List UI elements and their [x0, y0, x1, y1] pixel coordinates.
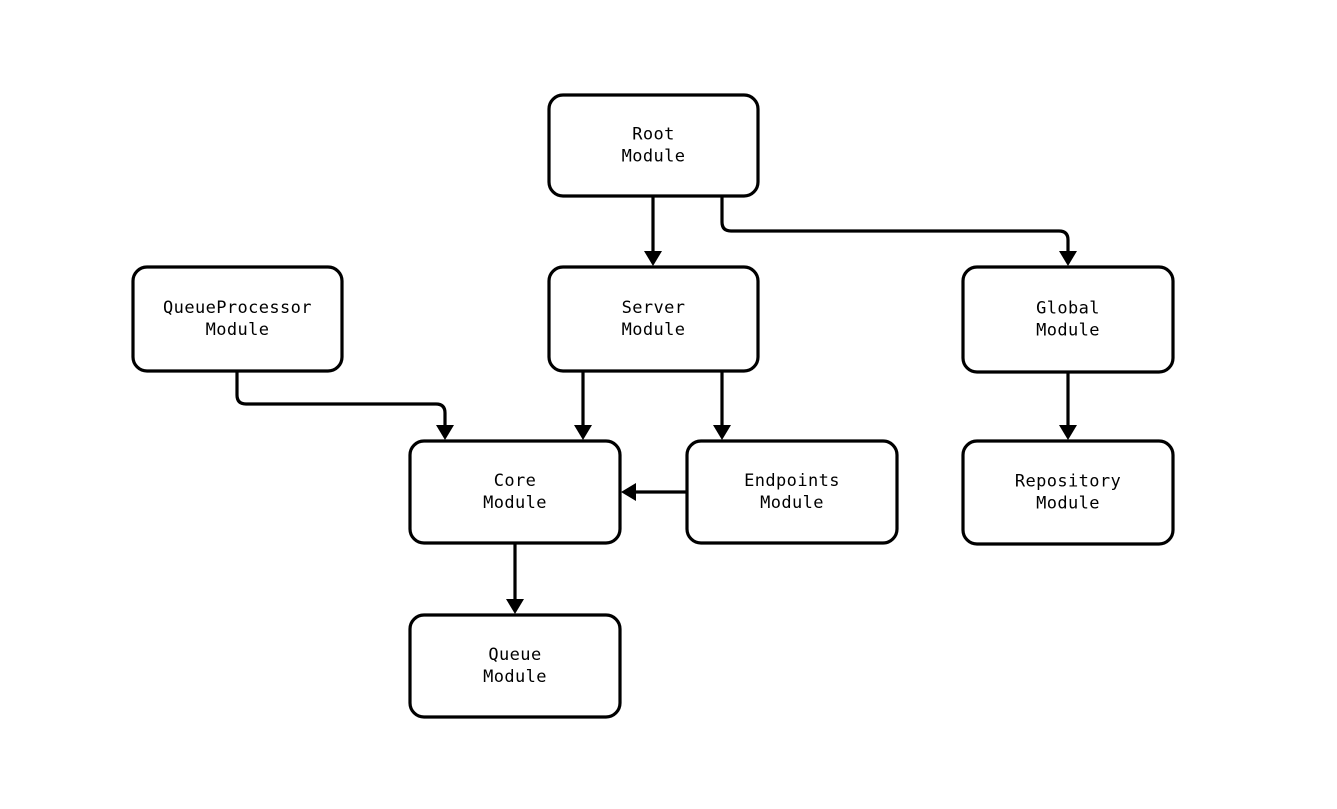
arrow-head-icon — [621, 483, 636, 501]
arrow-head-icon — [506, 599, 524, 614]
edge-server-to-endpoints — [713, 371, 731, 440]
node-label-line2: Module — [760, 493, 824, 513]
edge-root-to-global — [720, 196, 1077, 266]
edge-global-to-repository — [1059, 372, 1077, 440]
node-label-line2: Module — [483, 493, 547, 513]
arrow-head-icon — [1059, 425, 1077, 440]
edge-root-to-server — [644, 196, 662, 266]
node-label-line2: Module — [483, 667, 547, 687]
edge-queueprocessor-to-core — [235, 371, 454, 440]
node-label-line1: Core — [494, 471, 537, 491]
node-box[interactable] — [131, 265, 344, 373]
edge-line — [235, 371, 447, 432]
node-label-line2: Module — [1036, 494, 1100, 514]
edge-core-to-queue — [506, 543, 524, 614]
node-label-line2: Module — [206, 320, 270, 340]
node-label-line1: Repository — [1015, 472, 1121, 492]
node-box[interactable] — [961, 265, 1175, 374]
node-label-line2: Module — [1036, 321, 1100, 341]
node-label-line1: Endpoints — [744, 471, 840, 491]
edge-line — [720, 196, 1070, 258]
node-label-line1: QueueProcessor — [163, 298, 312, 318]
edges-layer — [235, 196, 1077, 614]
arrow-head-icon — [436, 425, 454, 440]
node-box[interactable] — [547, 93, 760, 198]
node-label-line1: Queue — [488, 645, 541, 665]
arrow-head-icon — [1059, 251, 1077, 266]
node-label-line1: Global — [1036, 299, 1100, 319]
node-box[interactable] — [685, 439, 899, 545]
node-box[interactable] — [547, 265, 760, 373]
node-box[interactable] — [408, 439, 622, 545]
node-label-line1: Server — [622, 298, 686, 318]
arrow-head-icon — [713, 425, 731, 440]
arrow-head-icon — [574, 425, 592, 440]
edge-endpoints-to-core — [621, 483, 687, 501]
edge-server-to-core — [574, 371, 592, 440]
arrow-head-icon — [644, 251, 662, 266]
nodes-layer: RootModuleQueueProcessorModuleServerModu… — [131, 93, 1175, 719]
node-label-line2: Module — [622, 320, 686, 340]
node-label-line1: Root — [632, 125, 675, 145]
node-box[interactable] — [408, 613, 622, 719]
node-box[interactable] — [961, 439, 1175, 546]
node-label-line2: Module — [622, 147, 686, 167]
